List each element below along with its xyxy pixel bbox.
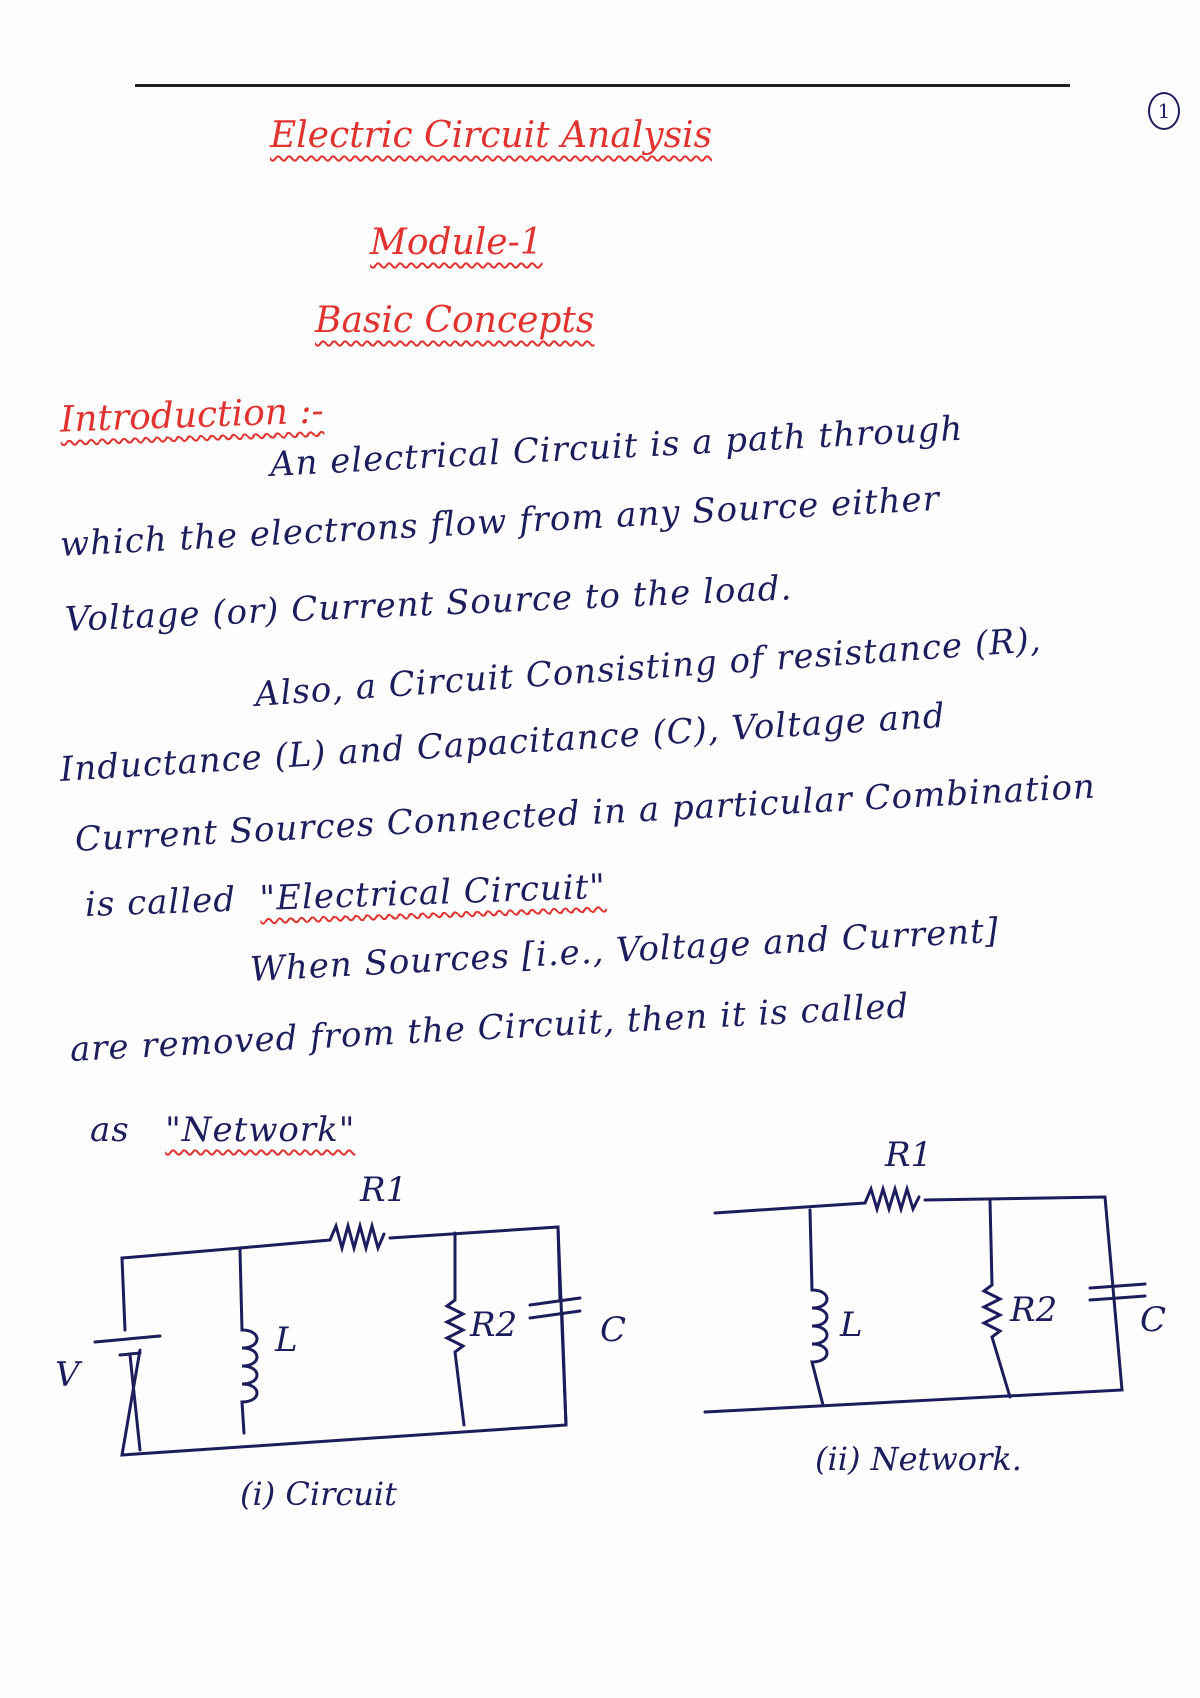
caption-network: (ii) Network. — [815, 1440, 1022, 1478]
inductor-coil — [808, 1208, 829, 1407]
resistor-r1 — [328, 1220, 386, 1254]
resistor-r2 — [980, 1198, 1012, 1399]
label-r2: R2 — [1010, 1290, 1058, 1330]
wire — [120, 1238, 332, 1332]
label-c: C — [1140, 1300, 1167, 1340]
label-r1: R1 — [885, 1135, 933, 1175]
label-r1: R1 — [360, 1170, 408, 1210]
top-rule — [135, 84, 1070, 87]
wire — [713, 1201, 867, 1215]
wire — [703, 1195, 1124, 1414]
battery-icon — [93, 1334, 162, 1357]
caption-circuit: (i) Circuit — [240, 1475, 398, 1513]
resistor-r1 — [863, 1183, 921, 1215]
module-label: Module-1 — [370, 222, 543, 263]
document-title: Electric Circuit Analysis — [270, 115, 713, 156]
circuit-diagram — [93, 1220, 582, 1457]
body-line-10: as "Network" — [90, 1110, 356, 1150]
label-c: C — [600, 1310, 627, 1350]
topic-heading: Basic Concepts — [315, 300, 595, 341]
term-network: "Network" — [165, 1110, 356, 1150]
wire-c — [556, 1225, 568, 1427]
network-diagram — [703, 1183, 1147, 1414]
label-v: V — [55, 1355, 80, 1395]
label-r2: R2 — [470, 1305, 518, 1345]
label-l: L — [275, 1320, 298, 1360]
capacitor — [528, 1296, 582, 1320]
resistor-r2 — [443, 1231, 467, 1427]
page-number: 1 — [1148, 92, 1180, 130]
inductor-coil — [238, 1248, 259, 1435]
label-l: L — [840, 1305, 863, 1345]
capacitor — [1088, 1282, 1147, 1302]
wire — [128, 1353, 142, 1452]
